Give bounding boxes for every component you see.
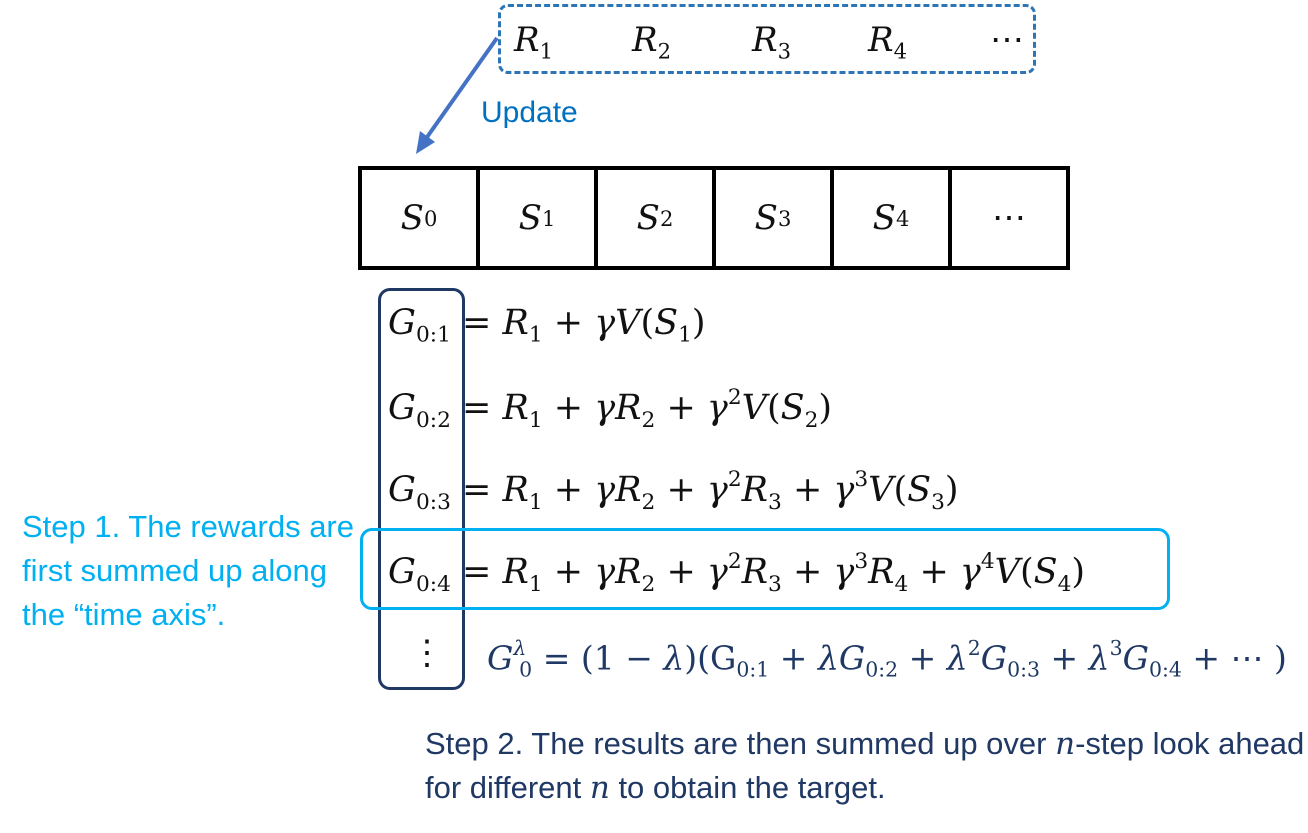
rewards-sequence-box (498, 4, 1036, 74)
reward-r1: R1 (514, 20, 554, 64)
return-equation-2: G0:2 = R1 + γR2 + γ2V(S2) (388, 385, 833, 433)
return-equation-4: G0:4 = R1 + γR2 + γ2R3 + γ3R4 + γ4V(S4) (388, 549, 1086, 597)
reward-r3: R3 (752, 20, 792, 64)
reward-r2: R2 (632, 20, 672, 64)
state-ellipsis: ⋯ (992, 198, 1026, 238)
update-arrow (416, 36, 499, 154)
vertical-ellipsis: ⋮ (410, 634, 444, 672)
reward-r4: R4 (868, 20, 908, 64)
step2-annotation: Step 2. The results are then summed up o… (425, 726, 1305, 806)
step1-annotation: Step 1. The rewards are first summed up … (22, 509, 354, 632)
return-column-box (378, 288, 465, 690)
return-equation-1: G0:1 = R1 + γV(S1) (388, 303, 706, 348)
return-equation-3: G0:3 = R1 + γR2 + γ2R3 + γ3V(S3) (388, 467, 959, 515)
highlighted-row-box (360, 528, 1170, 610)
lambda-return-equation: Gλ0 = (1 − λ)(G0:1 + λG0:2 + λ2G0:3 + λ3… (487, 636, 1287, 682)
update-label: Update (481, 96, 578, 129)
reward-ellipsis: ⋯ (990, 20, 1024, 60)
